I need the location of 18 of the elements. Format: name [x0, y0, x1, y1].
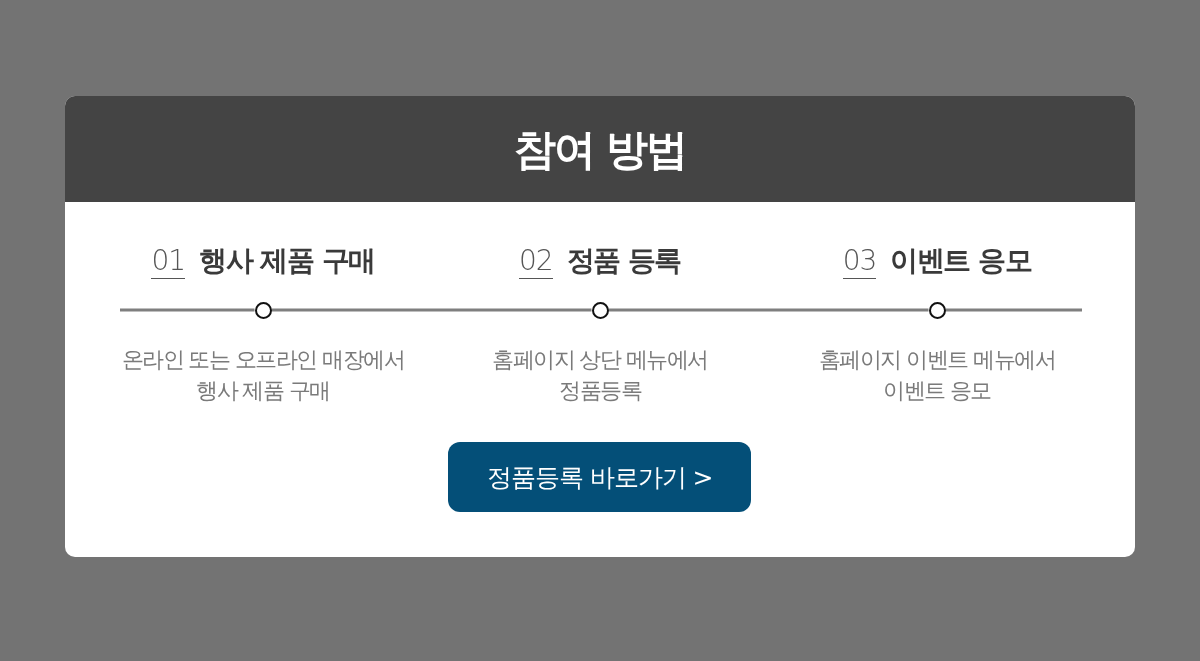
- timeline-line: [271, 308, 592, 312]
- timeline-line: [945, 308, 1082, 312]
- step-number: 01: [151, 246, 186, 279]
- step-number: 03: [842, 246, 877, 279]
- step-title: 정품 등록: [566, 246, 681, 277]
- timeline-dot: [254, 301, 272, 319]
- heading: 참여 방법: [513, 126, 687, 174]
- step-description: 온라인 또는 오프라인 매장에서 행사 제품 구매: [120, 346, 406, 405]
- timeline-dot: [591, 301, 609, 319]
- step-title: 이벤트 응모: [890, 246, 1032, 277]
- step-number: 02: [519, 246, 553, 279]
- step-description: 홈페이지 이벤트 메뉴에서 이벤트 응모: [817, 346, 1057, 405]
- timeline-line: [120, 308, 255, 312]
- timeline-dot: [928, 301, 946, 319]
- link-button: 정품등록 바로가기 >: [448, 442, 751, 512]
- step-description: 홈페이지 상단 메뉴에서 정품등록: [491, 346, 709, 405]
- timeline-line: [608, 308, 929, 312]
- step-title: 행사 제품 구매: [199, 246, 375, 277]
